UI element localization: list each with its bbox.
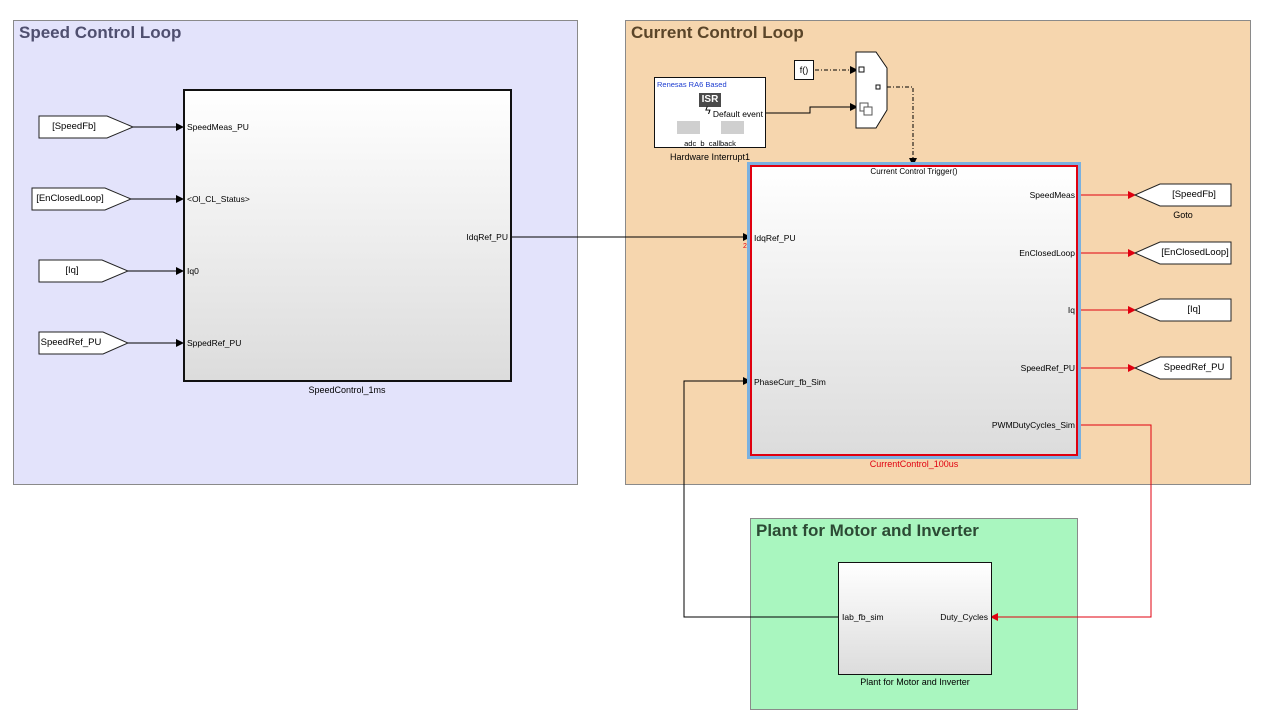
- current-input-index: 2: [743, 243, 747, 250]
- speed-input-port: Iq0: [187, 266, 199, 276]
- goto-tag-enclosedloop[interactable]: [EnClosedLoop]: [1161, 247, 1229, 258]
- cpu-pad-left: [677, 121, 700, 134]
- function-call-block[interactable]: f(): [794, 60, 814, 80]
- hardware-interrupt-block[interactable]: Renesas RA6 Based ISR ϟ Default event ad…: [654, 77, 766, 148]
- area-title: Plant for Motor and Inverter: [756, 521, 979, 540]
- from-tag-speedref[interactable]: SpeedRef_PU: [40, 337, 102, 348]
- current-output-port: PWMDutyCycles_Sim: [991, 420, 1075, 430]
- from-tag-speedfb[interactable]: [SpeedFb]: [52, 121, 96, 132]
- goto-caption: Goto: [1173, 210, 1193, 220]
- speed-input-wires[interactable]: [128, 123, 184, 347]
- hw-interrupt-name: Hardware Interrupt1: [669, 152, 751, 162]
- current-trigger-label: Current Control Trigger(): [870, 167, 958, 176]
- plant-block-name: Plant for Motor and Inverter: [860, 677, 970, 687]
- current-output-port: SpeedMeas: [1029, 190, 1075, 200]
- speed-control-subsystem[interactable]: [183, 89, 512, 382]
- current-block-name: CurrentControl_100us: [869, 459, 959, 469]
- current-control-subsystem[interactable]: [750, 165, 1078, 456]
- current-input-port: PhaseCurr_fb_Sim: [754, 377, 826, 387]
- cpu-pad-right: [721, 121, 744, 134]
- current-output-wires[interactable]: [990, 191, 1152, 621]
- current-output-port: SpeedRef_PU: [1020, 363, 1075, 373]
- goto-tag-iq[interactable]: [Iq]: [1187, 304, 1201, 315]
- from-tag-enclosedloop[interactable]: [EnClosedLoop]: [36, 193, 104, 204]
- from-tag-iq[interactable]: [Iq]: [65, 265, 79, 276]
- isr-icon: ISR: [699, 93, 721, 107]
- speed-output-port: IdqRef_PU: [466, 232, 508, 242]
- plant-subsystem[interactable]: [838, 562, 992, 675]
- speed-input-port: <Ol_CL_Status>: [187, 194, 250, 204]
- feedback-wire[interactable]: [683, 377, 838, 618]
- plant-input-port: Duty_Cycles: [940, 612, 988, 622]
- speed-input-port: SpeedMeas_PU: [187, 122, 249, 132]
- speed-input-port: SppedRef_PU: [187, 338, 242, 348]
- hw-callback-label: adc_b_callback: [684, 139, 736, 148]
- current-control-selection: [747, 162, 1081, 459]
- plant-output-port: Iab_fb_sim: [842, 612, 884, 622]
- function-call-generator[interactable]: [855, 51, 888, 129]
- current-output-port: EnClosedLoop: [1019, 248, 1075, 258]
- speed-block-name: SpeedControl_1ms: [308, 385, 386, 395]
- goto-tag-speedfb[interactable]: [SpeedFb]: [1172, 189, 1216, 200]
- goto-tag-speedref[interactable]: SpeedRef_PU: [1163, 362, 1225, 373]
- area-title: Current Control Loop: [631, 23, 804, 42]
- goto-tag-shapes[interactable]: [1133, 183, 1232, 380]
- hw-event-label: Default event: [712, 109, 763, 119]
- area-title: Speed Control Loop: [19, 23, 182, 42]
- current-input-port: IdqRef_PU: [754, 233, 796, 243]
- from-tag-shapes[interactable]: [31, 115, 135, 355]
- trigger-wires[interactable]: [766, 66, 917, 166]
- lightning-icon: ϟ: [705, 105, 711, 117]
- current-output-port: Iq: [1067, 305, 1075, 315]
- hw-header: Renesas RA6 Based: [657, 80, 727, 89]
